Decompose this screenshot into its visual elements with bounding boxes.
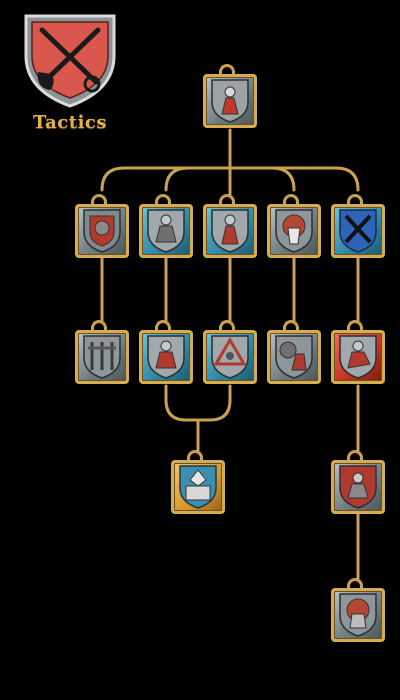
crossed-swords-icon	[339, 209, 377, 253]
crossed-swords-shovel-crest-icon	[24, 14, 116, 108]
weapon-rack-icon	[83, 335, 121, 379]
gear-figure-icon	[275, 209, 313, 253]
class-crest	[22, 12, 118, 108]
fortress-banner-icon	[179, 465, 217, 509]
skill-node-helmet-shield[interactable]	[75, 194, 129, 258]
gear-warrior-icon	[339, 593, 377, 637]
helmet-shield-icon	[83, 209, 121, 253]
skill-node-charging-warrior[interactable]	[331, 320, 385, 384]
skill-node-shield-bearer[interactable]	[331, 450, 385, 514]
shield-bearer-icon	[339, 465, 377, 509]
skill-node-squad-soldier[interactable]	[139, 320, 193, 384]
triangle-formation-icon	[211, 335, 249, 379]
skill-node-fortress-banner[interactable]	[171, 450, 225, 514]
leader-figure-icon	[211, 79, 249, 123]
skill-node-crossed-swords[interactable]	[331, 194, 385, 258]
knight-stance-icon	[211, 209, 249, 253]
skill-node-weapon-rack[interactable]	[75, 320, 129, 384]
skill-node-root[interactable]	[203, 64, 257, 128]
charging-warrior-icon	[339, 335, 377, 379]
skill-node-armored-soldier[interactable]	[139, 194, 193, 258]
skill-node-gear-warrior[interactable]	[331, 578, 385, 642]
skill-node-gear-figure[interactable]	[267, 194, 321, 258]
skill-node-triangle-formation[interactable]	[203, 320, 257, 384]
squad-soldier-icon	[147, 335, 185, 379]
class-title: Tactics	[32, 112, 108, 133]
skill-node-engineer[interactable]	[267, 320, 321, 384]
armored-soldier-icon	[147, 209, 185, 253]
engineer-icon	[275, 335, 313, 379]
skill-node-knight-stance[interactable]	[203, 194, 257, 258]
